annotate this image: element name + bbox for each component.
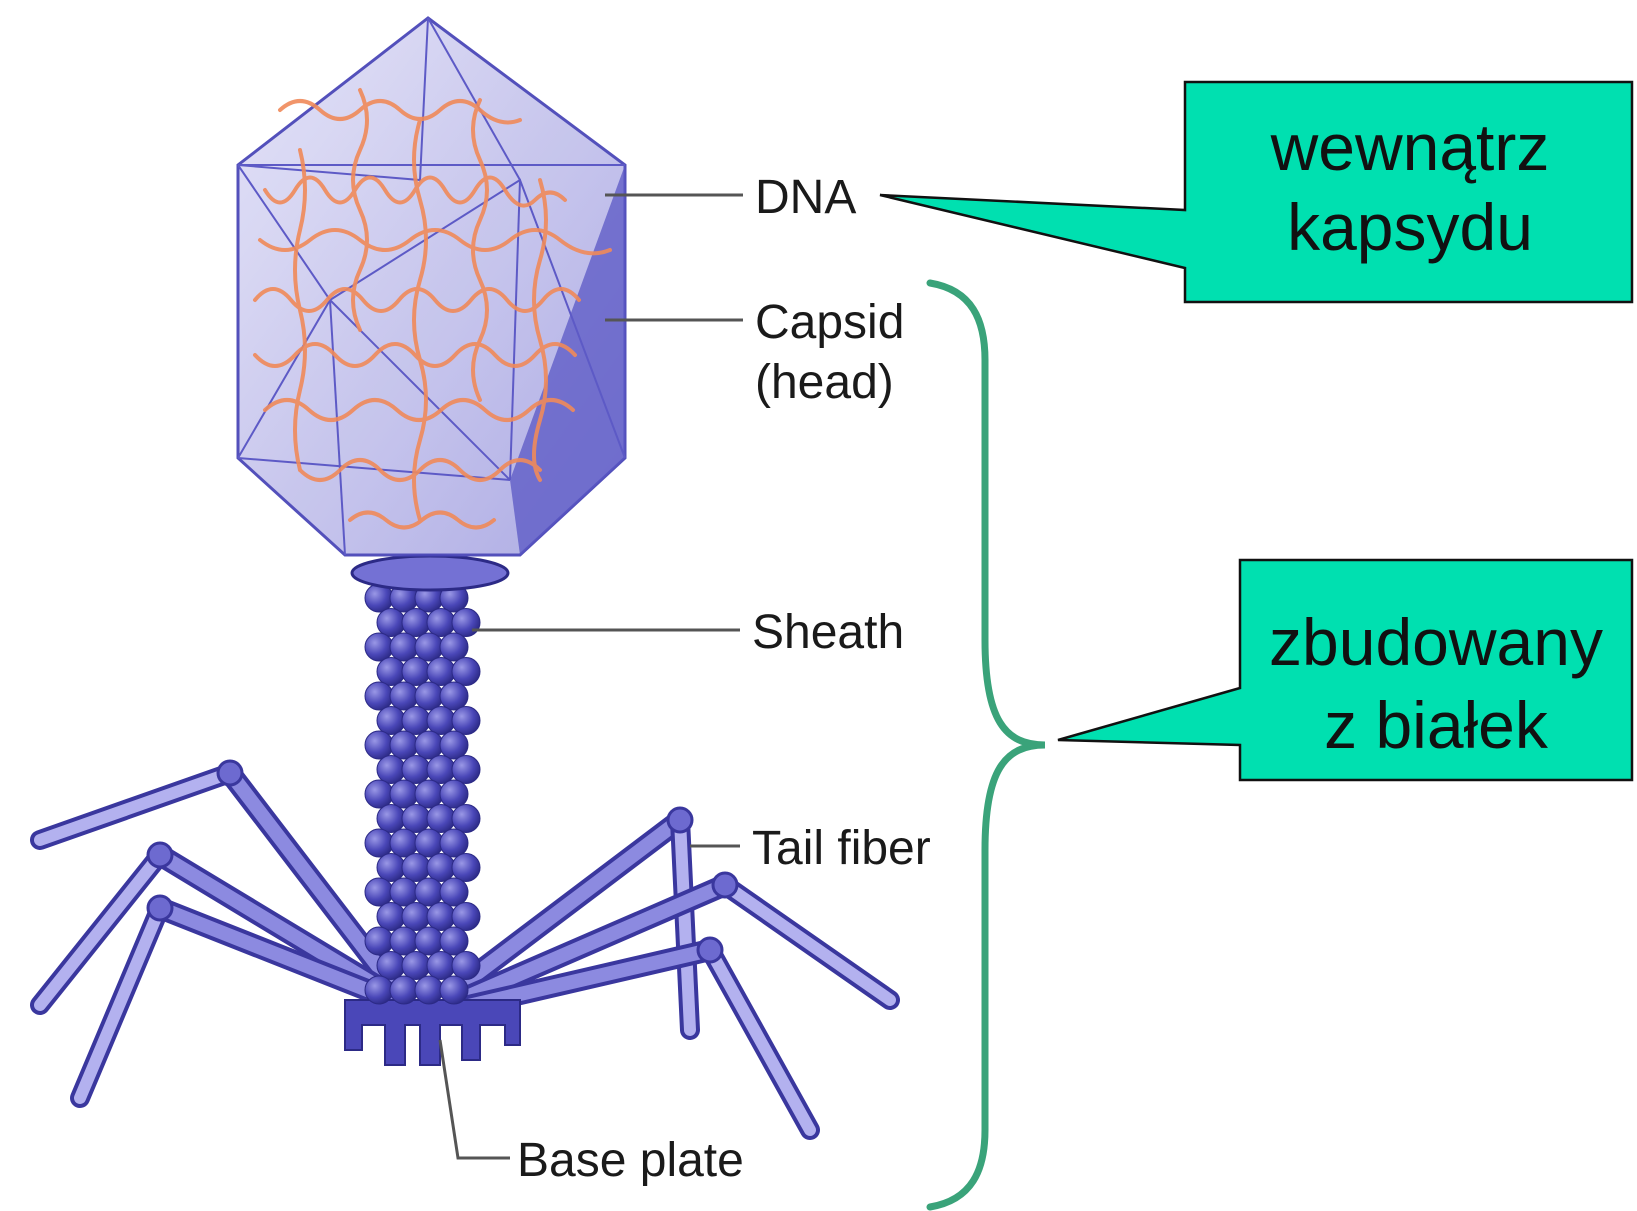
sheath-bead <box>402 707 430 735</box>
sheath-bead <box>415 682 443 710</box>
sheath-bead <box>390 927 418 955</box>
sheath-bead <box>390 731 418 759</box>
sheath <box>365 584 480 1004</box>
sheath-bead <box>365 633 393 661</box>
label-capsid: Capsid <box>755 296 904 349</box>
label-tail-fiber: Tail fiber <box>752 822 931 875</box>
sheath-bead <box>390 633 418 661</box>
sheath-bead <box>402 756 430 784</box>
sheath-bead <box>377 805 405 833</box>
sheath-bead <box>365 731 393 759</box>
sheath-bead <box>415 731 443 759</box>
sheath-bead <box>427 756 455 784</box>
label-sheath: Sheath <box>752 606 904 659</box>
sheath-bead <box>427 952 455 980</box>
label-base-plate: Base plate <box>517 1134 744 1187</box>
sheath-bead <box>415 878 443 906</box>
sheath-bead <box>390 780 418 808</box>
sheath-bead <box>402 609 430 637</box>
sheath-bead <box>377 952 405 980</box>
sheath-bead <box>440 633 468 661</box>
sheath-bead <box>377 658 405 686</box>
sheath-bead <box>427 805 455 833</box>
sheath-bead <box>402 658 430 686</box>
sheath-bead <box>365 829 393 857</box>
sheath-bead <box>377 609 405 637</box>
sheath-bead <box>452 609 480 637</box>
sheath-bead <box>402 805 430 833</box>
sheath-bead <box>377 707 405 735</box>
sheath-bead <box>427 609 455 637</box>
sheath-bead <box>427 658 455 686</box>
sheath-bead <box>452 903 480 931</box>
sheath-bead <box>365 976 393 1004</box>
sheath-bead <box>415 927 443 955</box>
sheath-bead <box>402 903 430 931</box>
sheath-bead <box>427 854 455 882</box>
label-dna: DNA <box>755 171 856 224</box>
callout-dna-note-line2: kapsydu <box>1287 190 1533 264</box>
sheath-bead <box>365 927 393 955</box>
sheath-bead <box>452 658 480 686</box>
sheath-bead <box>415 829 443 857</box>
sheath-bead <box>440 878 468 906</box>
callout-dna-note-line1: wewnątrz <box>1270 110 1550 184</box>
sheath-bead <box>377 756 405 784</box>
sheath-bead <box>440 976 468 1004</box>
sheath-bead <box>390 976 418 1004</box>
sheath-bead <box>440 780 468 808</box>
sheath-bead <box>440 682 468 710</box>
sheath-bead <box>377 903 405 931</box>
sheath-bead <box>377 854 405 882</box>
sheath-bead <box>440 829 468 857</box>
sheath-bead <box>390 878 418 906</box>
base-plate <box>345 1000 520 1065</box>
sheath-bead <box>452 952 480 980</box>
sheath-bead <box>427 707 455 735</box>
sheath-bead <box>452 707 480 735</box>
sheath-bead <box>415 633 443 661</box>
sheath-bead <box>365 780 393 808</box>
sheath-bead <box>402 952 430 980</box>
callout-dna-note: wewnątrz kapsydu <box>880 82 1632 302</box>
sheath-bead <box>440 731 468 759</box>
sheath-bead <box>390 829 418 857</box>
callout-protein-note-line2: z białek <box>1324 688 1549 762</box>
sheath-bead <box>415 780 443 808</box>
collar <box>352 556 508 590</box>
curly-brace <box>930 283 1045 1207</box>
capsid-head <box>238 18 625 555</box>
callout-protein-note-line1: zbudowany <box>1269 605 1603 679</box>
sheath-bead <box>427 903 455 931</box>
sheath-bead <box>452 756 480 784</box>
sheath-bead <box>365 682 393 710</box>
sheath-bead <box>390 682 418 710</box>
sheath-bead <box>365 878 393 906</box>
label-capsid-head: (head) <box>755 356 894 409</box>
sheath-bead <box>440 927 468 955</box>
sheath-bead <box>452 805 480 833</box>
callout-protein-note: zbudowany z białek <box>1058 560 1632 780</box>
sheath-bead <box>452 854 480 882</box>
sheath-bead <box>415 976 443 1004</box>
sheath-bead <box>402 854 430 882</box>
